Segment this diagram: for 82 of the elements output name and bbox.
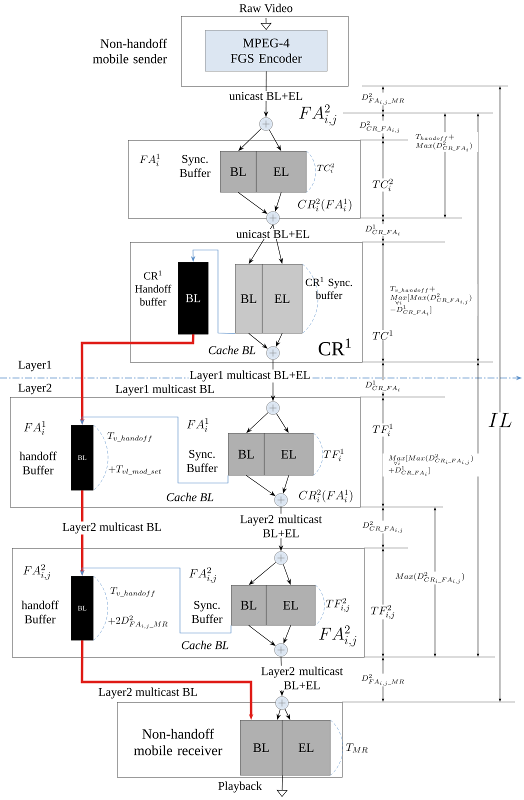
buffer-block: BL — [235, 264, 262, 334]
region-label: CR$^{1}$ — [318, 338, 351, 356]
edge-label: Layer2 multicast BL — [61, 522, 163, 534]
timing-label: $D^{2}_{FA_{i,j}\_MR}$ — [360, 92, 406, 106]
layer-label: Layer2 — [18, 383, 52, 395]
buffer-block: BL — [228, 433, 264, 476]
formula-label: $T_{v\_handoff}$ — [110, 587, 155, 597]
buffer-label: Sync. Buffer — [180, 154, 210, 178]
buffer-label: Sync. Buffer — [186, 450, 218, 472]
edge-label: Raw Video — [238, 2, 294, 14]
timing-label: $TF_{i}^{1}$ — [372, 423, 394, 437]
buffer-block: BL — [220, 151, 256, 192]
cache-label: Cache BL — [166, 492, 214, 502]
edge-label: unicast BL+EL — [228, 90, 304, 102]
arrow — [276, 775, 288, 797]
cache-label: Cache BL — [182, 640, 228, 650]
adder-circle — [259, 117, 273, 131]
formula-label: $TF_{i}^{1}$ — [324, 448, 344, 462]
edge-label: Layer1 multicast BL — [114, 384, 216, 396]
sender-label: Non-handoff mobile sender — [92, 38, 167, 64]
formula-label: $FA_{i}^{1}$ — [140, 154, 160, 166]
adder-circle — [275, 696, 289, 710]
adder-circle — [266, 401, 280, 415]
formula-label: $FA_{i}^{1}$ — [186, 418, 208, 432]
timing-label: $\begin{array}{l}T_{v\_handoff}+\\ \underset{\forall i}{Max}[Max(D^{2}_{CR\_FA_{i,j}})\\ -D^{1}_{CR\_FA_{i}}]\end{array}$ — [384, 284, 478, 316]
timing-label: $D^{1}_{CR\_FA_{i}}$ — [364, 380, 402, 392]
buffer-label: Sync. Buffer — [192, 600, 222, 624]
timing-label: $D^{2}_{FA_{i,j}\_MR}$ — [360, 674, 406, 686]
region-label: $FA_{i,j}^{2}$ — [319, 625, 356, 646]
timing-label: $D^{1}_{CR\_FA_{i}}$ — [364, 224, 402, 236]
formula-label: $T_{v\_handoff}$ — [107, 432, 152, 442]
formula-label: $TC_{i}^{2}$ — [317, 163, 334, 173]
encoder-box: MPEG-4 FGS Encoder — [205, 30, 328, 72]
formula-label: $CR_{i}^{2}(FA_{i}^{1})$ — [298, 198, 352, 212]
buffer-block: BL — [231, 585, 266, 626]
adder-circle — [274, 551, 288, 565]
buffer-block: EL — [282, 720, 330, 776]
buffer-block: EL — [266, 585, 316, 626]
edge-label: unicast BL+EL — [235, 228, 311, 240]
formula-label: $FA_{i,j}^{2}$ — [23, 564, 50, 580]
buffer-label: handoff Buffer — [20, 452, 57, 474]
timing-label: $TC_{i}^{2}$ — [372, 178, 394, 192]
buffer-label: CR$^{1}$ Handoff buffer — [135, 270, 172, 306]
timing-label: $D^{2}_{CR\_FA_{i,j}}$ — [358, 120, 402, 134]
edge-label: Layer2 multicast BL+EL — [257, 666, 347, 690]
edge-label: Playback — [217, 780, 263, 794]
arrow — [276, 413, 289, 433]
adder-circle — [274, 493, 288, 507]
formula-label: $FA_{i}^{1}$ — [24, 420, 46, 435]
buffer-label: CR$^{1}$ Sync. buffer — [306, 276, 352, 300]
timing-label: $Max(D^{2}_{CR_{i}\_FA_{i,j}})$ — [394, 572, 466, 584]
receiver-label: Non-handoff mobile receiver — [134, 728, 222, 756]
buffer-block: EL — [264, 433, 314, 476]
formula-label: $T_{MR}$ — [346, 743, 368, 753]
adder-circle — [266, 211, 280, 225]
formula-label: $+T_{vl\_mod\_set}$ — [108, 465, 161, 475]
buffer-label: handoff Buffer — [22, 600, 59, 624]
timing-label: $IL$ — [487, 412, 513, 428]
arrow — [260, 18, 272, 30]
formula-label: $TF_{i,j}^{2}$ — [326, 598, 350, 612]
edge-label: Layer2 multicast BL+EL — [234, 514, 328, 538]
adder-circle — [266, 346, 280, 360]
formula-label: $+2D^{2}_{FA_{i,j}\_MR}$ — [108, 615, 168, 628]
formula-label: $FA_{i,j}^{2}$ — [189, 567, 216, 583]
cache-label: Cache BL — [208, 346, 256, 354]
handoff-buffer: BL — [178, 262, 208, 334]
buffer-block: EL — [262, 264, 302, 334]
buffer-block: EL — [256, 151, 306, 192]
arrow — [268, 130, 282, 151]
timing-label: $FA^{2}_{i,j}$ — [298, 104, 338, 126]
timing-label: $\begin{array}{l}\underset{\forall i}{Max}[Max(D^{2}_{CR_{i}\_FA_{i,j}})\\ +D^{1}_{CR\_FA_{i}}]\end{array}$ — [382, 454, 480, 476]
layer-label: Layer1 — [18, 360, 52, 372]
timing-label: $D^{2}_{CR\_FA_{i,j}}$ — [362, 520, 404, 534]
edge-label: Layer1 multicast BL+EL — [188, 370, 312, 382]
timing-label: $TC^{1}$ — [372, 330, 394, 340]
formula-label: $CR_{i}^{2}(FA_{i}^{1})$ — [299, 490, 352, 502]
adder-circle — [274, 643, 288, 657]
timing-label: $\begin{array}{l}T_{handoff}+\\ Max(D^{2}_{CR\_FA_{i}})\end{array}$ — [410, 132, 478, 152]
timing-label: $TF_{i,j}^{2}$ — [370, 604, 396, 620]
buffer-block: BL — [240, 720, 282, 776]
edge-label: Layer2 multicast BL — [97, 686, 199, 700]
arrow — [284, 708, 290, 720]
